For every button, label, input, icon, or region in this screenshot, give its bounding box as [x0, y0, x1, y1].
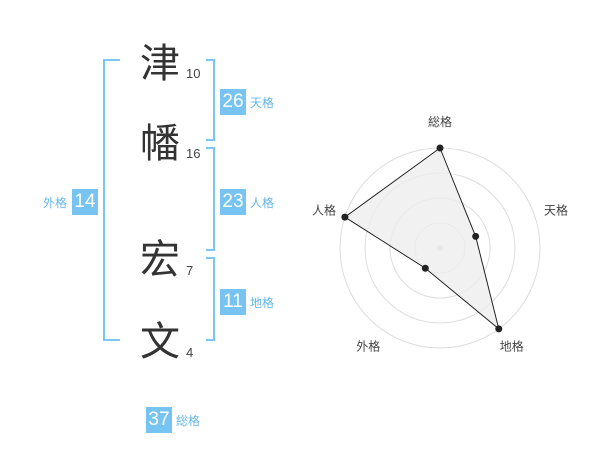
chikaku-value: 11	[220, 289, 246, 315]
radar-axis-label-4: 外格	[356, 339, 380, 354]
radar-axis-label-3: 地格	[500, 339, 524, 354]
jinkaku-bracket	[206, 147, 215, 251]
tenkaku-bracket	[206, 59, 215, 141]
tenkaku-value: 26	[220, 89, 246, 115]
gaikaku-badge: 14 外格	[43, 189, 98, 215]
name-char-3: 宏	[140, 237, 180, 283]
soukaku-badge: 37 総格	[146, 407, 200, 433]
tenkaku-label: 天格	[250, 95, 275, 110]
jinkaku-badge: 23 人格	[220, 189, 274, 215]
jinkaku-label: 人格	[250, 195, 275, 210]
radar-point-4	[421, 264, 429, 272]
soukaku-label: 総格	[176, 413, 201, 428]
gaikaku-label: 外格	[42, 195, 67, 210]
radar-series-area	[344, 147, 500, 331]
radar-point-3	[495, 325, 503, 333]
chikaku-bracket	[206, 257, 215, 341]
tenkaku-badge: 26 天格	[220, 89, 274, 115]
chikaku-badge: 11 地格	[220, 289, 274, 315]
stroke-count-2: 16	[186, 146, 201, 161]
radar-point-2	[472, 232, 480, 240]
name-char-2: 幡	[140, 121, 180, 167]
stroke-count-3: 7	[186, 263, 194, 278]
stroke-count-1: 10	[186, 66, 201, 81]
radar-point-1	[436, 144, 444, 152]
radar-axis-label-2: 天格	[544, 202, 568, 217]
jinkaku-value: 23	[220, 189, 246, 215]
radar-point-5	[341, 213, 349, 221]
gaikaku-value: 14	[72, 189, 98, 215]
name-char-4: 文	[140, 319, 180, 365]
gaikaku-bracket	[103, 59, 120, 341]
name-char-1: 津	[140, 41, 180, 87]
radar-axis-label-5: 人格	[312, 202, 336, 217]
stroke-count-4: 4	[186, 345, 194, 360]
chikaku-label: 地格	[250, 295, 275, 310]
soukaku-value: 37	[146, 407, 172, 433]
radar-axis-label-1: 総格	[428, 114, 452, 129]
